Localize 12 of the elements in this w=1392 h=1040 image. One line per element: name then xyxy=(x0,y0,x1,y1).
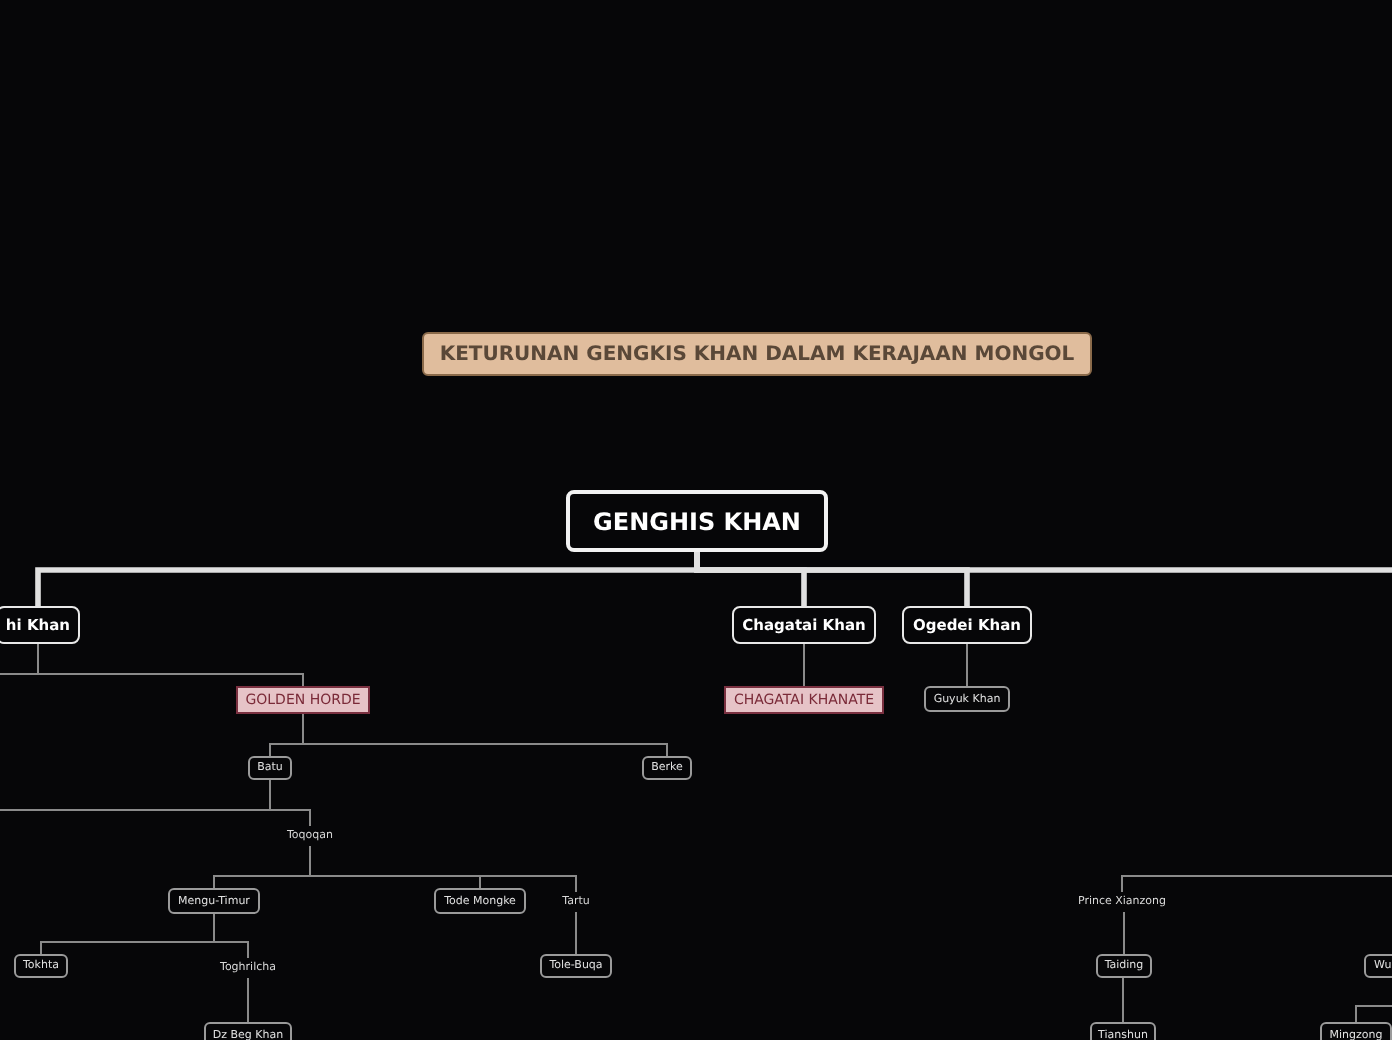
connector-line xyxy=(575,911,577,955)
connector-line xyxy=(302,713,668,757)
root-node: GENGHIS KHAN xyxy=(566,490,828,552)
connector-line xyxy=(1123,911,1125,955)
connector-line xyxy=(213,913,249,959)
connector-line xyxy=(803,643,805,687)
connector-line xyxy=(966,643,968,687)
title-box: KETURUNAN GENGKIS KHAN DALAM KERAJAAN MONGOL xyxy=(422,332,1092,376)
connector-line xyxy=(309,845,577,893)
connector-line xyxy=(1122,977,1124,1023)
connector-line xyxy=(1121,875,1392,893)
connector-line xyxy=(247,977,249,1023)
